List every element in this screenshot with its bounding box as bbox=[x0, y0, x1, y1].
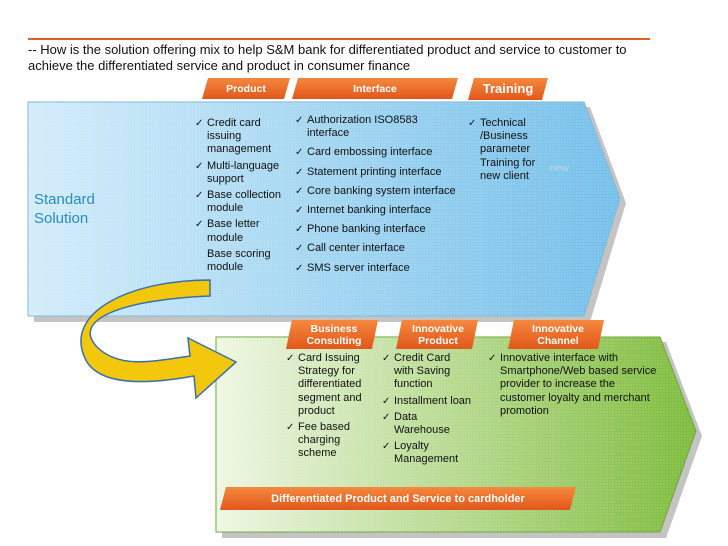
list-item: ✓Fee based charging scheme bbox=[286, 421, 350, 460]
list-item: ✓Call center interface bbox=[295, 242, 405, 255]
list-item: ✓Multi-language support bbox=[195, 159, 280, 185]
standard-product-list: ✓Credit card issuing management ✓Multi-l… bbox=[195, 117, 285, 277]
standard-solution-label: Standard Solution bbox=[34, 191, 95, 227]
list-item: ✓Innovative interface with Smartphone/We… bbox=[488, 352, 657, 417]
product-tag-bg bbox=[202, 78, 290, 99]
list-item: ✓Phone banking interface bbox=[295, 223, 426, 236]
standard-training-list: ✓Technical /Business parameter Training … bbox=[468, 117, 546, 186]
list-item: ✓Data Warehouse bbox=[382, 410, 450, 437]
standard-interface-list: ✓Authorization ISO8583 interface ✓Card e… bbox=[295, 114, 460, 281]
list-item: ✓Card Issuing Strategy for differentiate… bbox=[286, 352, 362, 417]
innovative-product-tag-bg bbox=[396, 320, 478, 349]
page-heading: -- How is the solution offering mix to h… bbox=[28, 42, 627, 73]
innovative-channel-tag: Innovative Channel bbox=[532, 322, 584, 347]
list-item: ✓Base letter module bbox=[195, 218, 260, 244]
list-item: ✓Base collection module bbox=[195, 189, 281, 215]
interface-tag: Interface bbox=[353, 82, 397, 95]
list-item: Base scoring module bbox=[207, 247, 271, 274]
list-item: ✓Credit Card with Saving function bbox=[382, 352, 451, 391]
list-item: ✓Technical /Business parameter Training … bbox=[468, 117, 536, 182]
footer-tag-bg bbox=[220, 487, 576, 510]
list-item: ✓Core banking system interface bbox=[295, 184, 456, 197]
list-item: ✓Statement printing interface bbox=[295, 165, 442, 178]
ghost-text: new bbox=[550, 162, 570, 174]
list-item: ✓Loyalty Management bbox=[382, 440, 459, 466]
title-rule bbox=[28, 38, 650, 40]
list-item: ✓Card embossing interface bbox=[295, 146, 433, 159]
innovative-product-tag: Innovative Product bbox=[412, 322, 464, 347]
training-tag: Training bbox=[482, 81, 534, 96]
innovative-product-list: ✓Credit Card with Saving function ✓Insta… bbox=[382, 352, 472, 470]
list-item: ✓Authorization ISO8583 interface bbox=[295, 114, 418, 140]
list-item: ✓Installment loan bbox=[382, 394, 472, 407]
list-item: ✓Internet banking interface bbox=[295, 204, 432, 217]
list-item: ✓SMS server interface bbox=[295, 261, 410, 274]
list-item: ✓Credit card issuing management bbox=[195, 117, 272, 156]
interface-tag-bg bbox=[292, 78, 458, 99]
innovative-channel-list: ✓Innovative interface with Smartphone/We… bbox=[488, 352, 660, 421]
business-consulting-tag: Business Consulting bbox=[306, 322, 362, 347]
innovative-channel-tag-bg bbox=[508, 320, 604, 349]
product-tag: Product bbox=[226, 82, 266, 95]
consulting-list: ✓Card Issuing Strategy for differentiate… bbox=[286, 352, 372, 464]
footer-tag: Differentiated Product and Service to ca… bbox=[271, 492, 525, 505]
curved-arrow bbox=[80, 279, 238, 400]
business-consulting-tag-bg bbox=[286, 320, 378, 349]
training-tag-bg bbox=[468, 78, 548, 100]
